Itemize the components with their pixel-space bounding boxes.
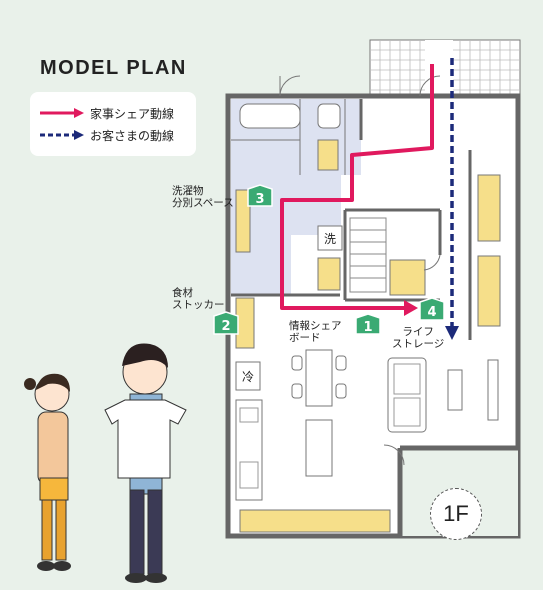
fridge-label: 冷	[242, 370, 254, 384]
legend-label-guest: お客さまの動線	[90, 128, 175, 143]
label-life-storage-text: ライフ ストレージ	[392, 326, 445, 350]
label-laundry-sorting: 洗濯物 分別スペース	[172, 185, 234, 209]
legend-item-guest: お客さまの動線	[40, 126, 174, 144]
label-food-stocker: 食材 ストッカー	[172, 287, 225, 311]
family-illustration	[24, 343, 187, 583]
marker-1: 1	[355, 313, 381, 335]
guest-route	[445, 58, 459, 340]
label-laundry-sorting-text: 洗濯物 分別スペース	[172, 185, 234, 209]
marker-2: 2	[213, 311, 239, 335]
washer: 洗	[317, 225, 343, 251]
dining-set	[291, 349, 347, 477]
dashed-arrow-icon	[40, 130, 84, 140]
label-life-storage: ライフ ストレージ	[392, 326, 444, 350]
man-figure	[104, 343, 187, 583]
floor-badge: 1F	[430, 488, 482, 540]
label-info-board: 情報シェア ボード	[289, 320, 342, 344]
storage-units	[235, 139, 501, 533]
label-info-board-text: 情報シェア ボード	[289, 320, 342, 344]
label-food-stocker-text: 食材 ストッカー	[172, 287, 225, 311]
marker-1-number: 1	[363, 320, 372, 335]
washer-label: 洗	[324, 232, 336, 246]
legend-item-housework: 家事シェア動線	[40, 104, 174, 122]
inner-walls	[231, 99, 472, 340]
marker-3: 3	[247, 184, 273, 207]
marker-4-number: 4	[427, 305, 436, 320]
marker-4: 4	[419, 297, 445, 321]
deck	[369, 39, 521, 97]
solid-arrow-icon	[40, 108, 84, 118]
sofa	[387, 357, 499, 433]
girl-figure	[24, 373, 71, 571]
legend-label-housework: 家事シェア動線	[90, 106, 175, 121]
marker-3-number: 3	[255, 192, 264, 207]
marker-2-number: 2	[221, 319, 230, 334]
housework-route	[280, 64, 434, 316]
fridge: 冷	[235, 361, 261, 391]
kitchen-counter	[235, 399, 263, 501]
legend: 家事シェア動線 お客さまの動線	[30, 92, 196, 156]
doors	[279, 75, 441, 466]
page-title: MODEL PLAN	[40, 57, 187, 79]
stairs	[349, 217, 387, 293]
